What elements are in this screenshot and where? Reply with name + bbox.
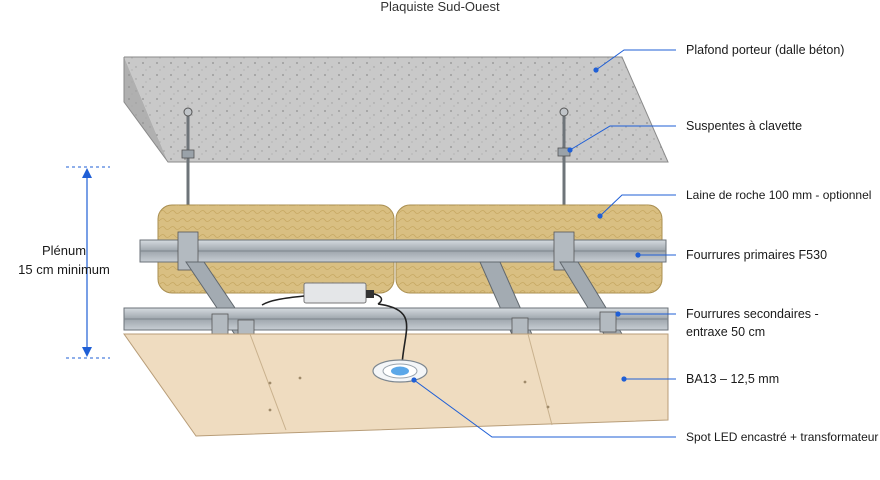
label-hangers: Suspentes à clavette — [686, 119, 802, 133]
label-spot: Spot LED encastré + transformateur — [686, 430, 878, 444]
label-secondary-line2: entraxe 50 cm — [686, 325, 765, 339]
label-secondary-line1: Fourrures secondaires - — [686, 307, 819, 321]
leader-dots — [411, 67, 641, 383]
diagram-title: Plaquiste Sud-Ouest — [380, 0, 500, 14]
plenum-label-line2: 15 cm minimum — [18, 262, 110, 277]
label-wool: Laine de roche 100 mm - optionnel — [686, 188, 871, 202]
transformer — [261, 282, 383, 306]
led-cable — [377, 303, 408, 366]
plenum-label-line1: Plénum — [42, 243, 86, 258]
led-spot-icon — [372, 359, 428, 383]
label-slab: Plafond porteur (dalle béton) — [686, 43, 844, 57]
primary-furring — [139, 231, 667, 271]
plasterboard — [123, 333, 669, 437]
label-board: BA13 – 12,5 mm — [686, 372, 779, 386]
leader-lines — [413, 49, 676, 438]
concrete-slab — [123, 56, 669, 163]
label-primary: Fourrures primaires F530 — [686, 248, 827, 262]
plenum-dimension — [66, 166, 110, 359]
